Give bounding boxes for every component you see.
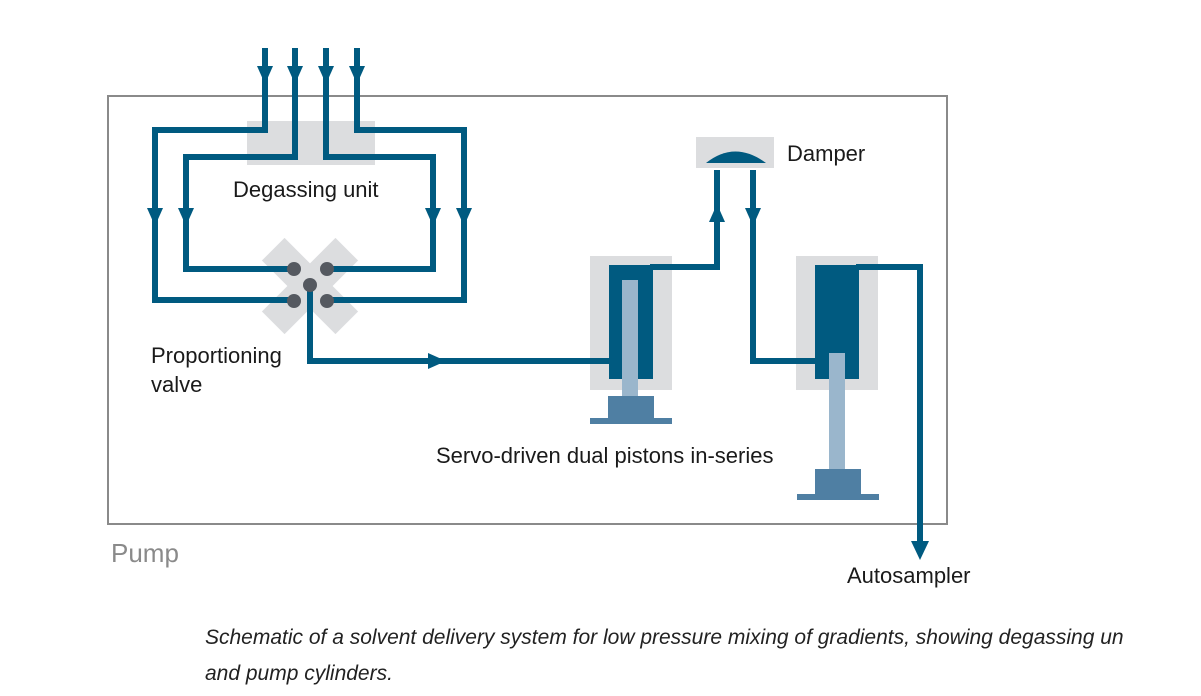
proportioning-valve-label-line1: Proportioning (151, 343, 282, 368)
caption-line-1: Schematic of a solvent delivery system f… (205, 626, 1124, 649)
solvent-line-b (183, 48, 298, 272)
valve-outlet-line (307, 286, 612, 364)
figure-caption: Schematic of a solvent delivery system f… (205, 620, 1195, 692)
solvent-line-d (328, 48, 467, 303)
damper-to-piston2-line (750, 170, 818, 364)
flow-arrows (147, 66, 929, 560)
solvent-line-c (323, 48, 436, 272)
pump-frame (107, 95, 948, 525)
piston2-to-autosampler-line (856, 264, 923, 545)
valve-ports (287, 262, 334, 308)
piston-1 (590, 265, 672, 424)
piston1-to-damper-line (650, 170, 720, 270)
proportioning-valve-label-line2: valve (151, 372, 202, 397)
damper-diaphragm (706, 151, 766, 163)
autosampler-label: Autosampler (847, 563, 971, 588)
degassing-unit-label: Degassing unit (233, 177, 379, 202)
caption-line-2: and pump cylinders. (205, 662, 393, 685)
pump-label: Pump (111, 538, 179, 568)
damper-label: Damper (787, 141, 865, 166)
piston-2 (797, 265, 879, 500)
solvent-line-a (152, 48, 293, 303)
pistons-label: Servo-driven dual pistons in-series (436, 443, 774, 468)
